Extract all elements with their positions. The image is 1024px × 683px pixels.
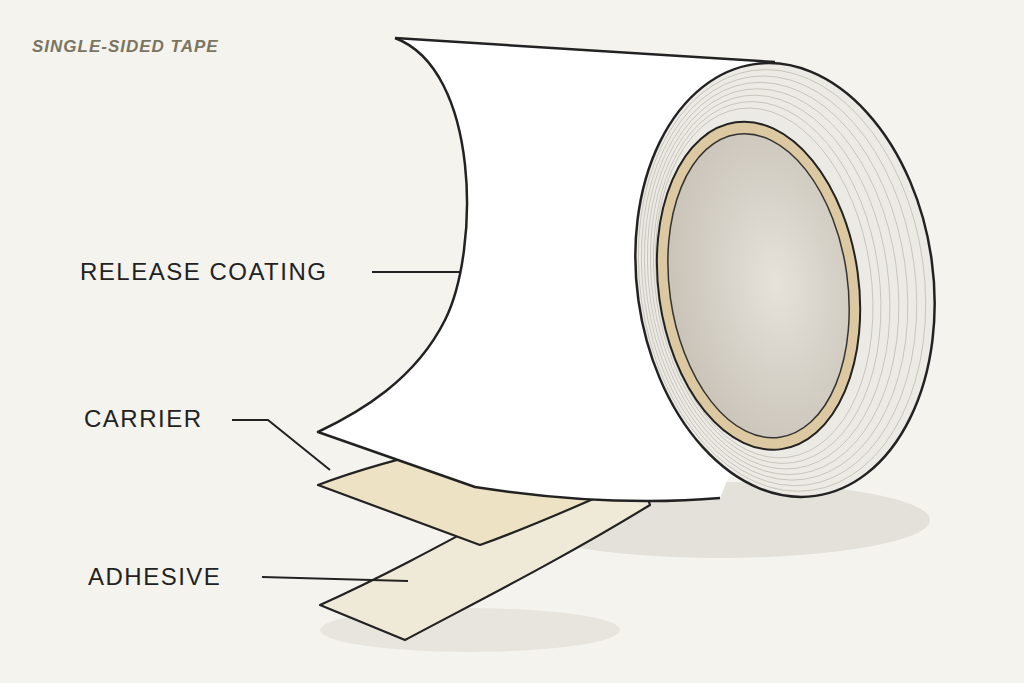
part-label: ADHESIVE <box>88 563 221 591</box>
roll-top-edge <box>395 38 775 62</box>
leader-line <box>262 577 408 581</box>
leader-line <box>372 271 460 273</box>
leader-lines <box>232 272 460 581</box>
core-ring <box>637 108 881 463</box>
roll-face <box>608 44 962 517</box>
diagram-title: SINGLE-SIDED TAPE <box>32 36 219 58</box>
leader-line <box>232 420 330 470</box>
roll-face-outer <box>608 44 962 517</box>
core-hole <box>649 122 868 450</box>
part-label: CARRIER <box>84 405 203 433</box>
tape-windings <box>612 51 952 510</box>
part-label: RELEASE COATING <box>80 258 327 286</box>
